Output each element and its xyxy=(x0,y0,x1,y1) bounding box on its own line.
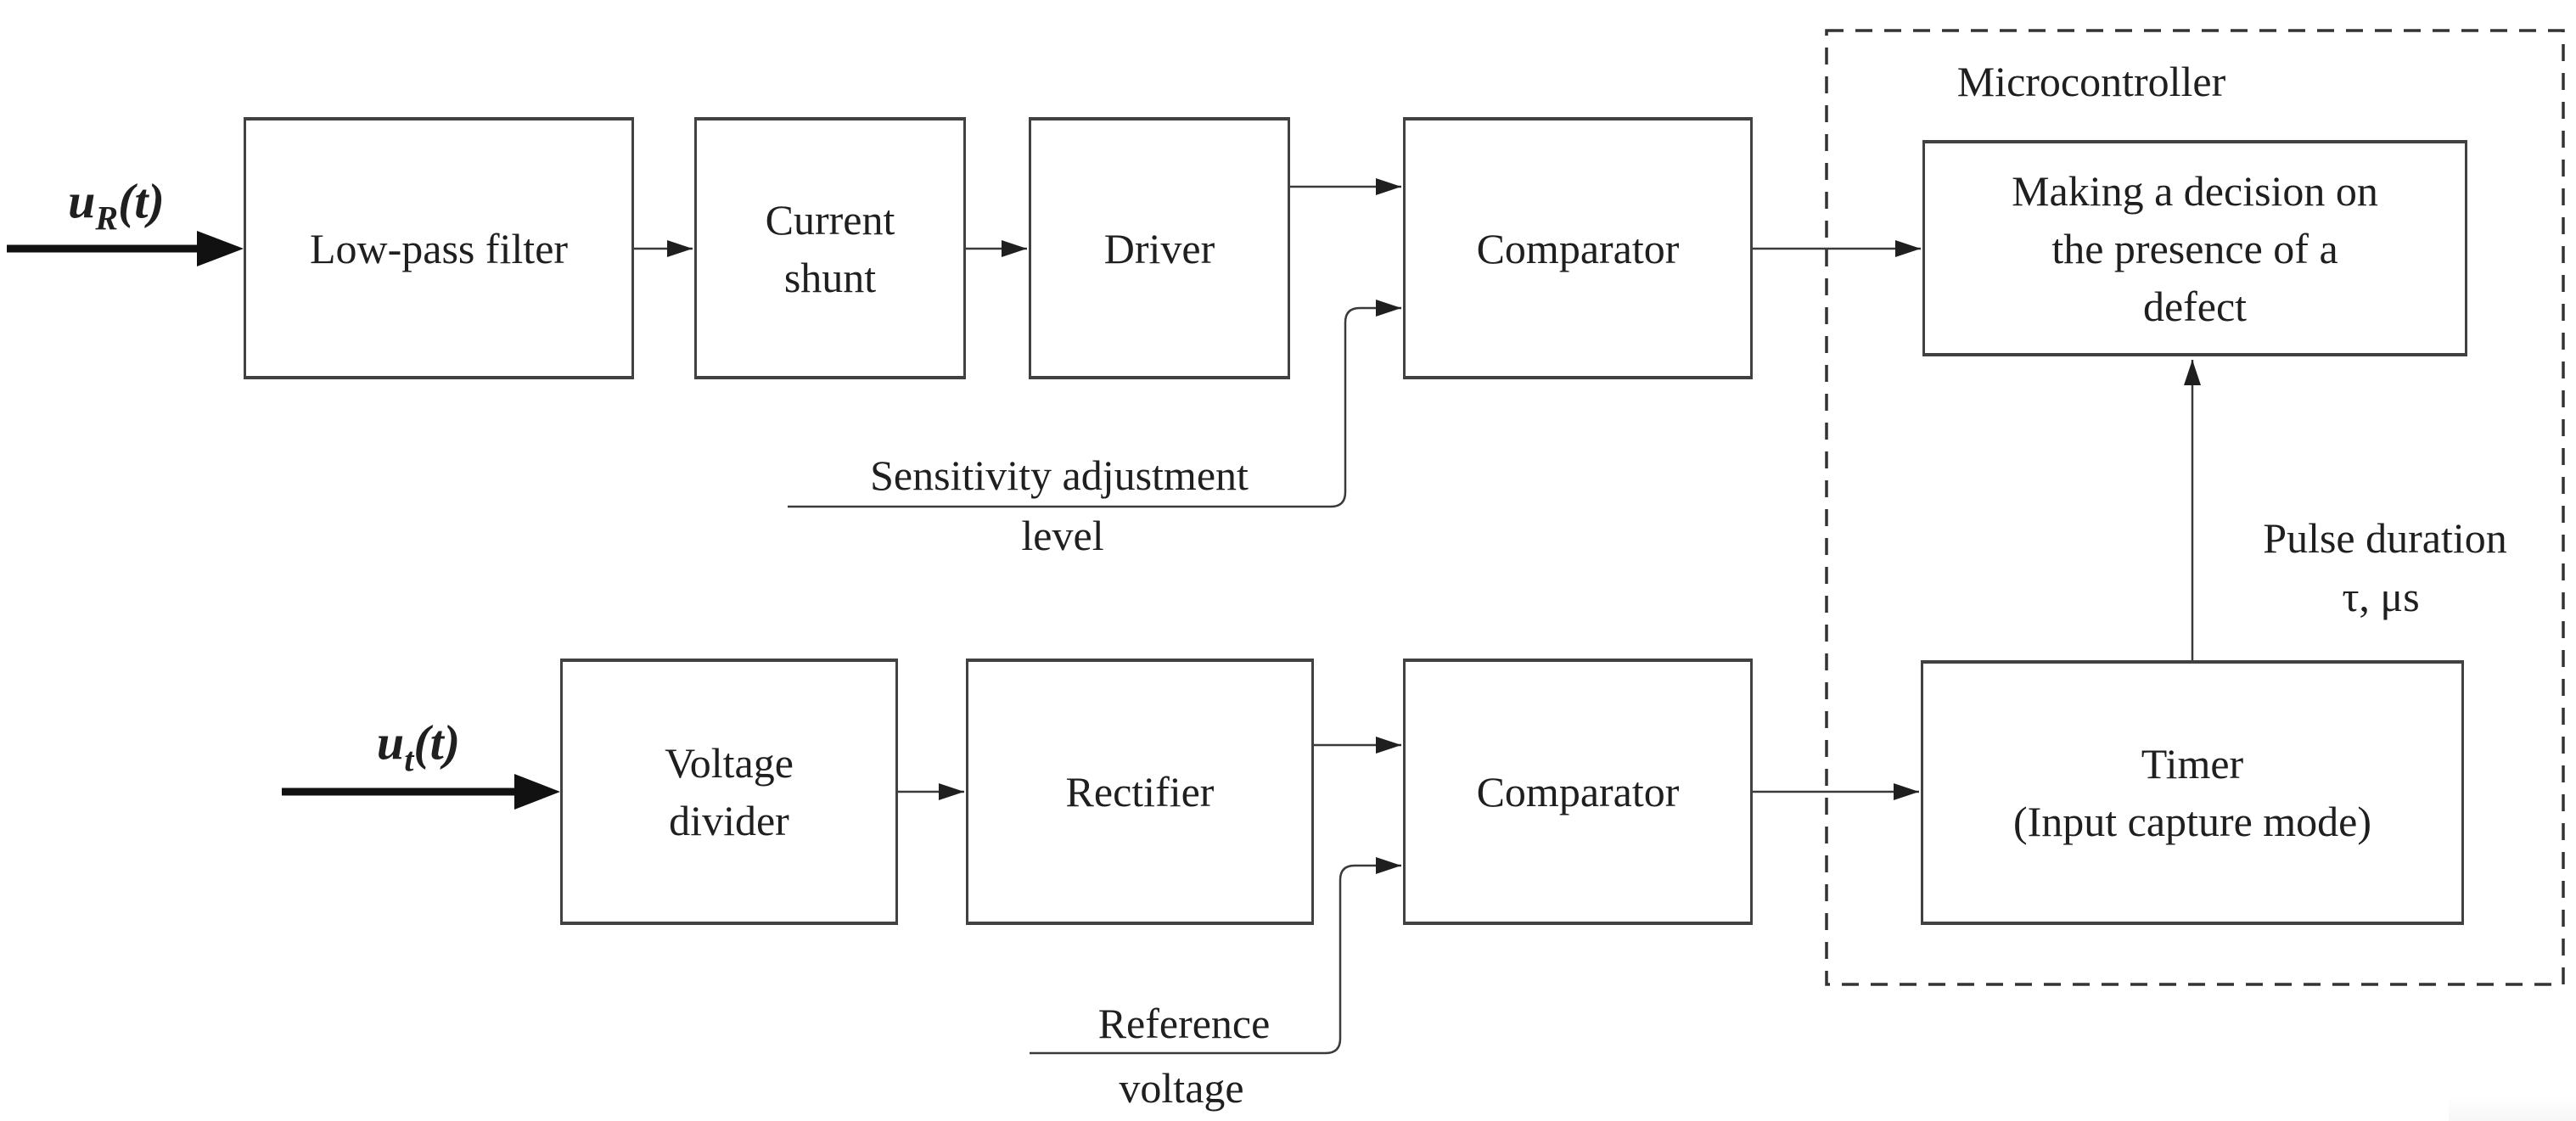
block-low-pass-filter-label: Low-pass filter xyxy=(309,224,569,272)
block-comparator-bottom: Comparator xyxy=(1403,659,1753,925)
block-current-shunt: Current shunt xyxy=(694,117,966,379)
block-current-shunt-label: Current shunt xyxy=(765,195,895,301)
block-driver: Driver xyxy=(1029,117,1290,379)
block-comparator-top: Comparator xyxy=(1403,117,1753,379)
block-comparator-top-label: Comparator xyxy=(1476,224,1680,272)
block-rectifier-label: Rectifier xyxy=(1065,768,1215,816)
pulse-duration-label-line1: Pulse duration xyxy=(2263,514,2507,562)
block-comparator-bottom-label: Comparator xyxy=(1476,768,1680,816)
signal-ur-label: uR(t) xyxy=(68,173,165,238)
block-driver-label: Driver xyxy=(1103,224,1215,272)
block-decision-label: Making a decision on the presence of a d… xyxy=(2012,166,2378,330)
sensitivity-label-line1: Sensitivity adjustment xyxy=(870,451,1249,499)
block-voltage-divider-label: Voltage divider xyxy=(665,739,794,844)
sensitivity-label-line2: level xyxy=(1021,512,1104,559)
block-low-pass-filter: Low-pass filter xyxy=(244,117,634,379)
block-timer-label: Timer (Input capture mode) xyxy=(2012,740,2372,845)
reference-label-line2: voltage xyxy=(1119,1064,1244,1112)
block-timer: Timer (Input capture mode) xyxy=(1921,660,2464,925)
pulse-duration-label-line2: τ, μs xyxy=(2342,573,2420,620)
scan-artifact xyxy=(2449,1096,2576,1121)
block-decision: Making a decision on the presence of a d… xyxy=(1922,140,2467,356)
block-rectifier: Rectifier xyxy=(966,659,1314,925)
microcontroller-label: Microcontroller xyxy=(1956,58,2226,105)
signal-ut-label: ut(t) xyxy=(376,715,461,779)
reference-label-line1: Reference xyxy=(1097,1000,1271,1047)
block-voltage-divider: Voltage divider xyxy=(560,659,898,925)
